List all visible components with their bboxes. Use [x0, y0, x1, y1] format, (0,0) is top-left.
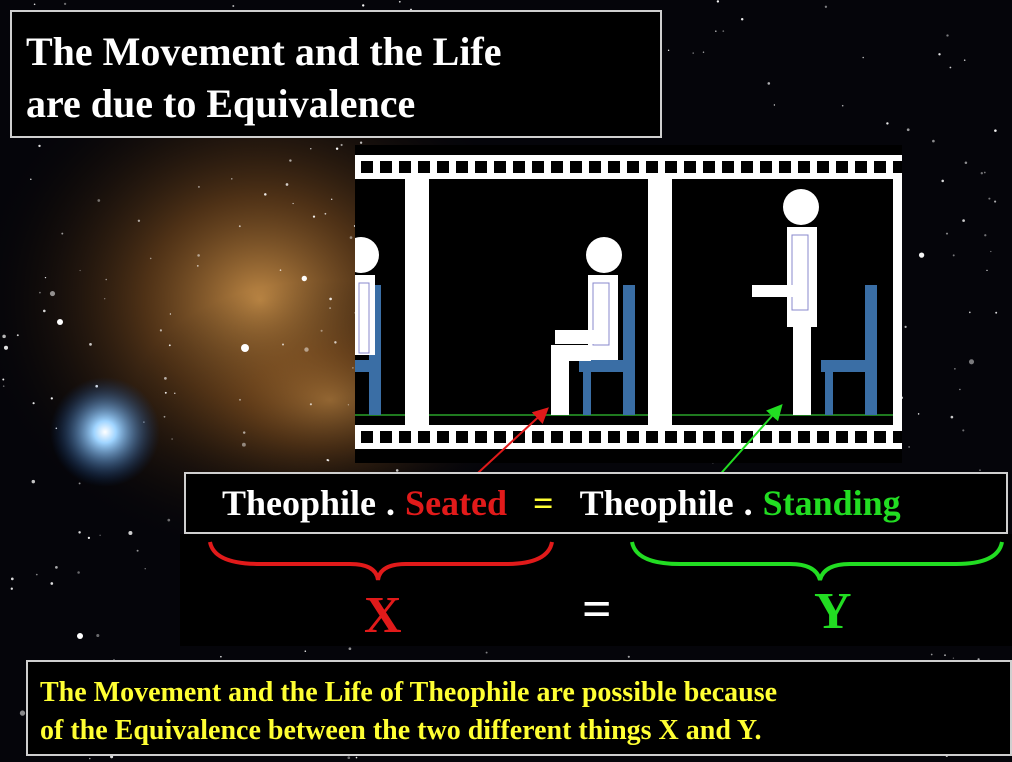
left-dot: . [386, 482, 395, 524]
title-line-1: The Movement and the Life [26, 26, 660, 78]
conclusion-line-1: The Movement and the Life of Theophile a… [40, 674, 1010, 712]
title-line-2: are due to Equivalence [26, 78, 660, 130]
red-brace [210, 542, 552, 580]
blue-star [50, 377, 160, 487]
braces-panel: X = Y [180, 534, 1012, 646]
left-state-seated: Seated [405, 482, 507, 524]
equation-box: Theophile . Seated = Theophile . Standin… [184, 472, 1008, 534]
right-subject: Theophile [580, 482, 734, 524]
green-brace [632, 542, 1002, 580]
variables-equals: = [582, 584, 612, 636]
conclusion-line-2: of the Equivalence between the two diffe… [40, 712, 1010, 750]
equation-equals: = [533, 482, 554, 524]
conclusion-box: The Movement and the Life of Theophile a… [26, 660, 1012, 756]
film-strip-illustration [355, 145, 902, 463]
right-dot: . [744, 482, 753, 524]
left-subject: Theophile [222, 482, 376, 524]
variable-x: X [364, 590, 402, 642]
right-state-standing: Standing [763, 482, 901, 524]
variable-y: Y [814, 586, 852, 638]
title-box: The Movement and the Life are due to Equ… [10, 10, 662, 138]
